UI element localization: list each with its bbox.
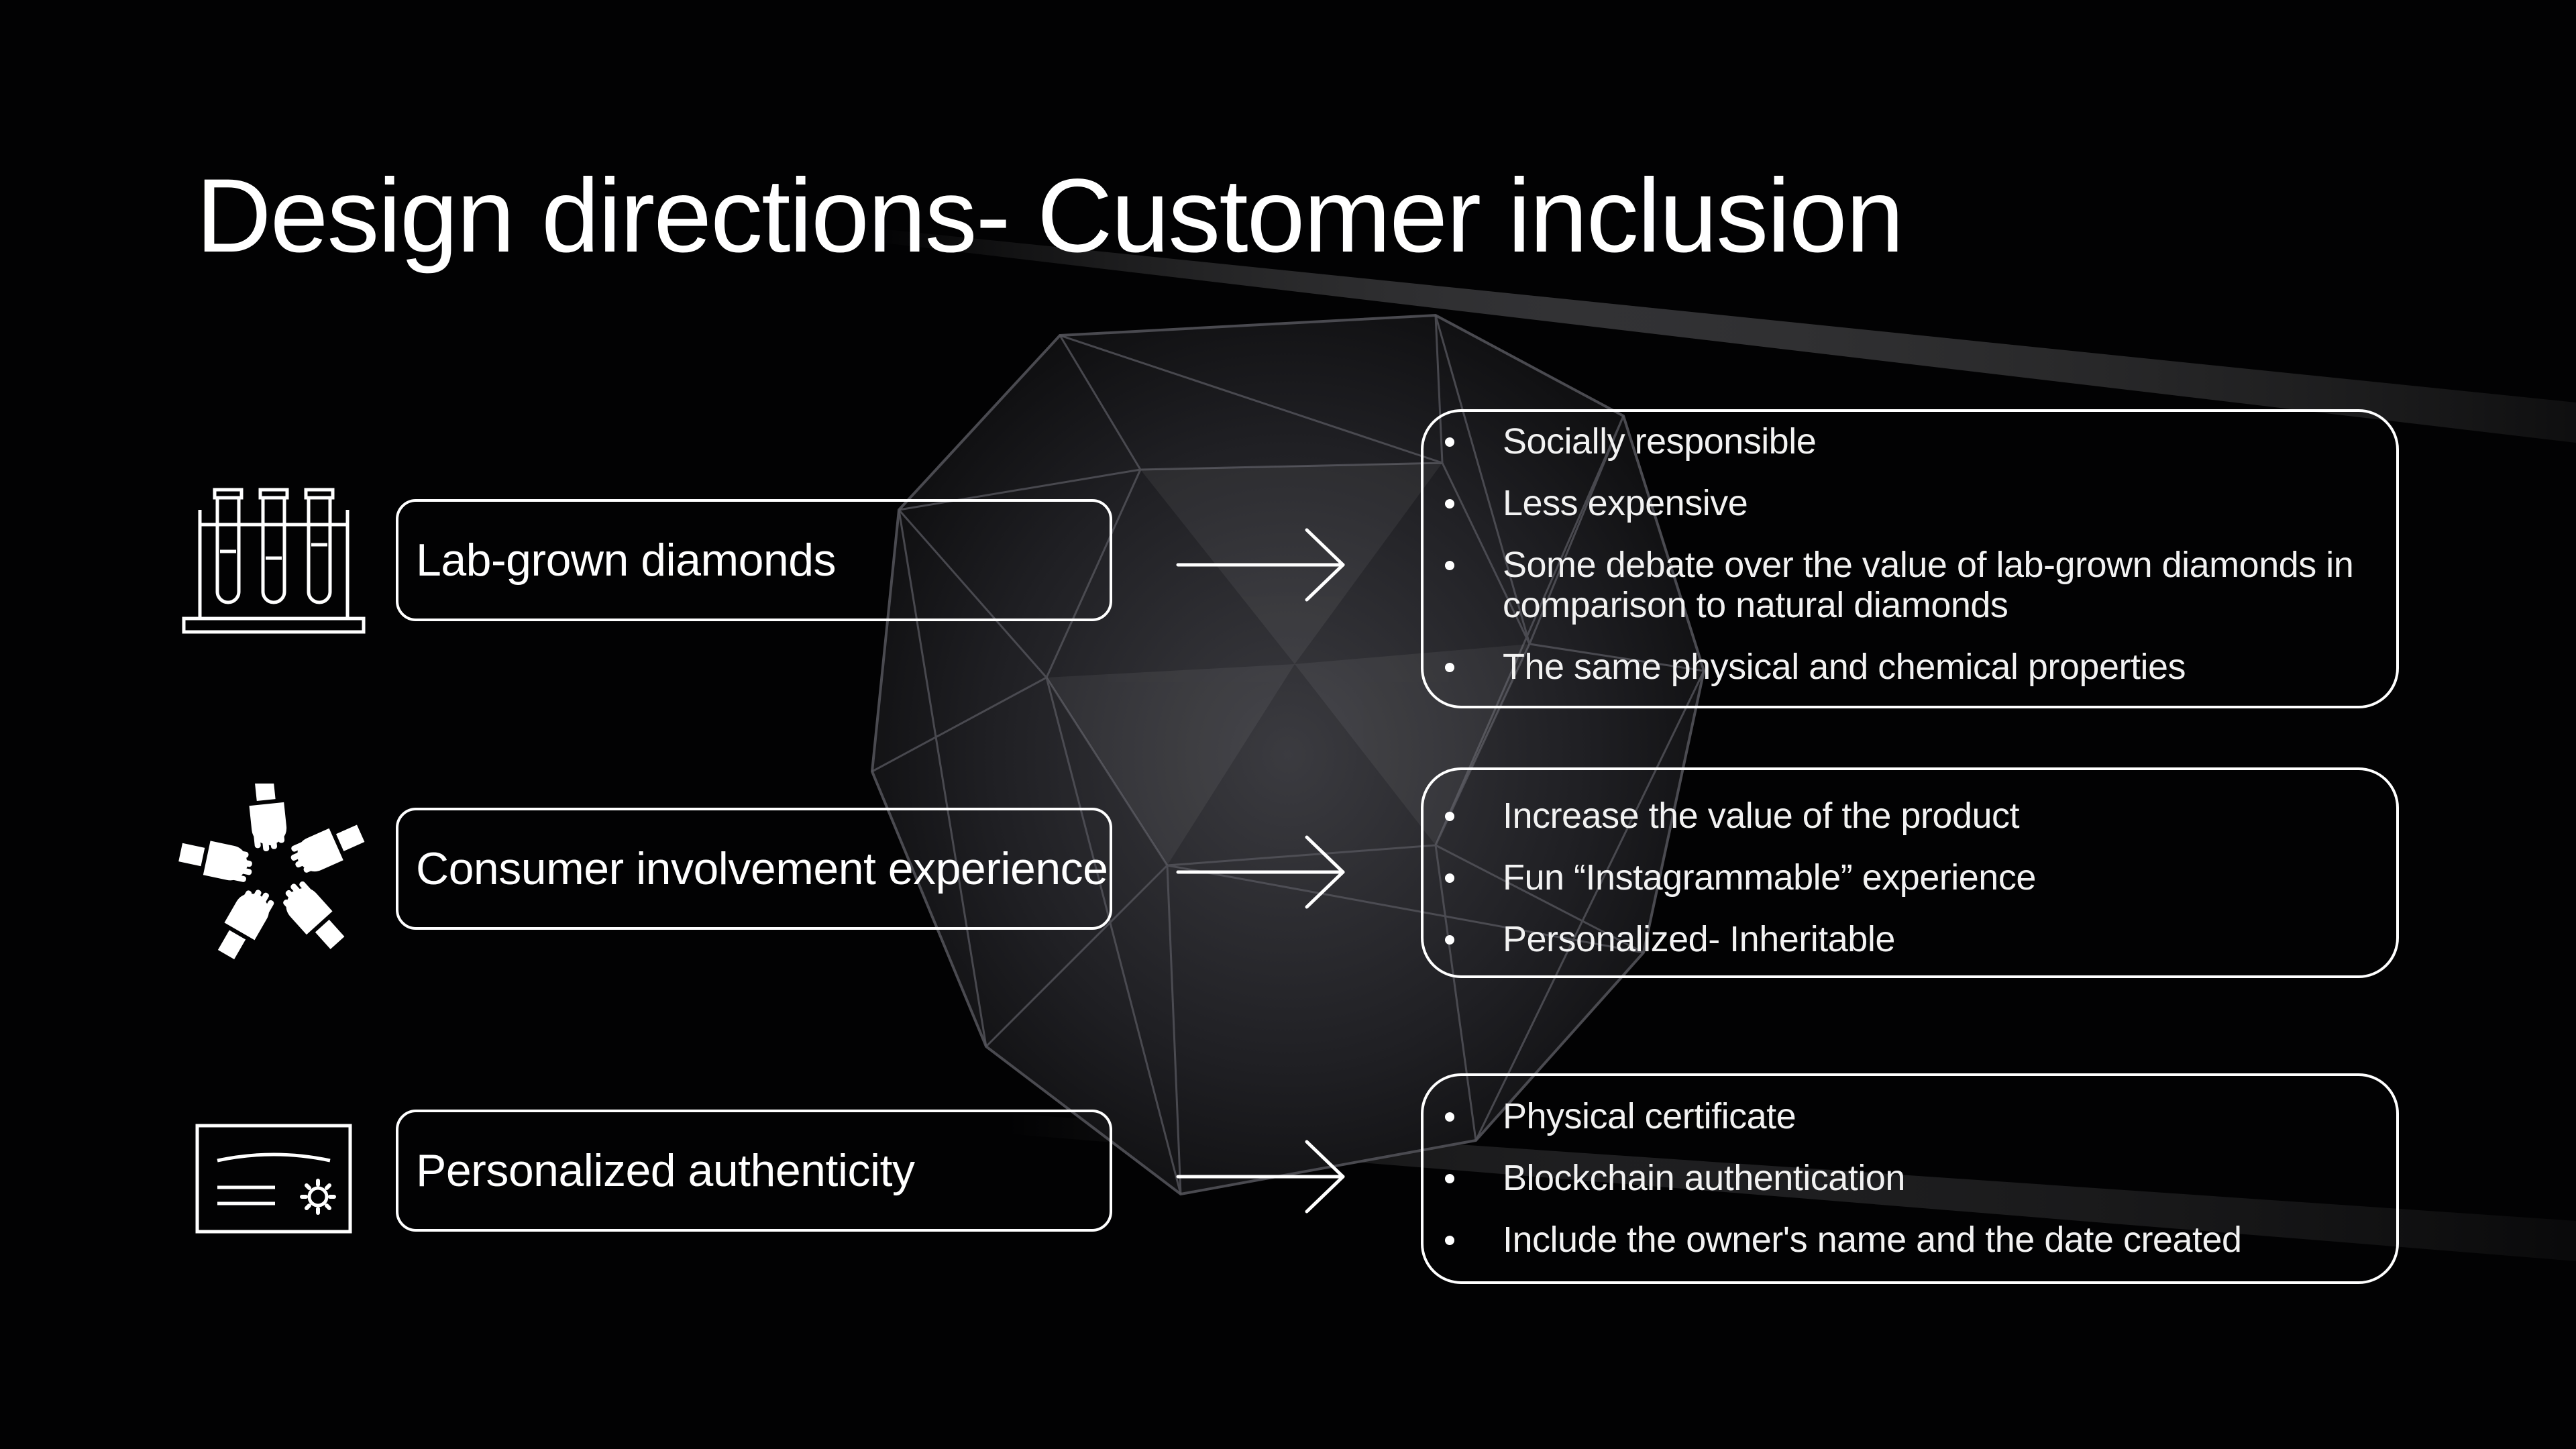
list-item: Some debate over the value of lab-grown … — [1424, 545, 2396, 625]
bullet-box-consumer-involvement: Increase the value of the product Fun “I… — [1421, 767, 2399, 978]
bullet-box-personalized-authenticity: Physical certificate Blockchain authenti… — [1421, 1073, 2399, 1284]
bullet-box-lab-grown: Socially responsible Less expensive Some… — [1421, 409, 2399, 708]
list-item: Increase the value of the product — [1424, 796, 2396, 836]
list-item: Socially responsible — [1424, 421, 2396, 462]
list-item: Fun “Instagrammable” experience — [1424, 857, 2396, 898]
list-item: Less expensive — [1424, 483, 2396, 523]
arrow-right-icon — [1176, 835, 1345, 909]
bullet-list: Socially responsible Less expensive Some… — [1424, 421, 2396, 687]
hands-together-icon — [178, 784, 365, 959]
list-item: Include the owner's name and the date cr… — [1424, 1220, 2396, 1260]
label-consumer-involvement: Consumer involvement experience — [396, 808, 1112, 930]
label-text: Personalized authenticity — [416, 1145, 915, 1196]
test-tubes-icon — [182, 488, 366, 634]
arrow-right-icon — [1176, 1140, 1345, 1214]
list-item: The same physical and chemical propertie… — [1424, 647, 2396, 687]
page-title: Design directions- Customer inclusion — [196, 158, 1904, 274]
certificate-icon — [195, 1124, 352, 1234]
list-item: Blockchain authentication — [1424, 1158, 2396, 1198]
bullet-list: Physical certificate Blockchain authenti… — [1424, 1096, 2396, 1260]
label-personalized-authenticity: Personalized authenticity — [396, 1110, 1112, 1232]
arrow-right-icon — [1176, 528, 1345, 602]
list-item: Personalized- Inheritable — [1424, 919, 2396, 959]
label-text: Consumer involvement experience — [416, 843, 1108, 894]
list-item: Physical certificate — [1424, 1096, 2396, 1136]
bullet-list: Increase the value of the product Fun “I… — [1424, 796, 2396, 959]
label-text: Lab-grown diamonds — [416, 535, 837, 586]
label-lab-grown-diamonds: Lab-grown diamonds — [396, 499, 1112, 621]
